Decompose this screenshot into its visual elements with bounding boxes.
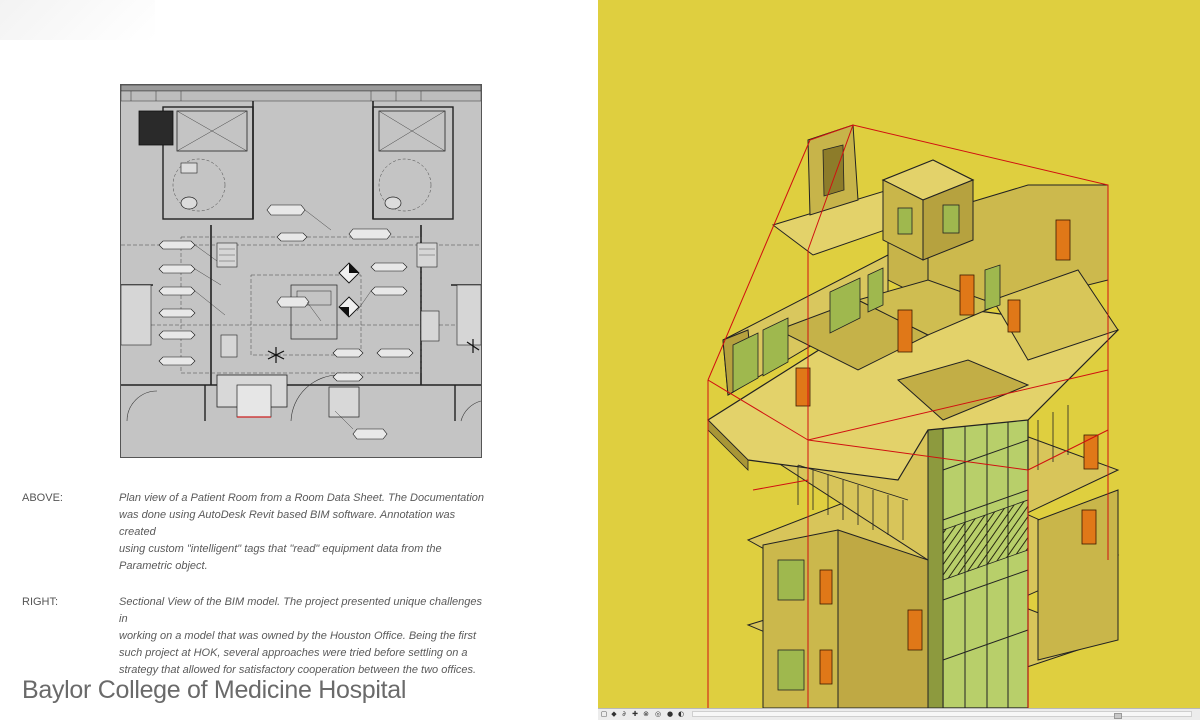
window (984, 264, 1001, 311)
hide-icon[interactable]: ⊗ (643, 710, 649, 718)
caption-right-line: working on a model that was owned by the… (119, 630, 477, 642)
interior-room (896, 359, 1030, 421)
door (1081, 509, 1097, 545)
upper-wall (992, 269, 1119, 361)
render-icon[interactable]: ◎ (654, 710, 662, 718)
lower-walls (837, 529, 929, 708)
caption-above-line: Plan view of a Patient Room from a Room … (119, 492, 485, 504)
caption-right-text: Sectional View of the BIM model. The pro… (119, 594, 491, 679)
corner-shade (0, 0, 155, 40)
page-title: Baylor College of Medicine Hospital (22, 676, 407, 704)
window (867, 267, 884, 313)
door (1055, 219, 1071, 261)
viewer-status-bar: ▢ ◆ ∂ ✚ ⊗ ◎ ● ◐ (598, 708, 1200, 720)
caption-above-label: ABOVE: (22, 492, 63, 504)
caption-right-line: Sectional View of the BIM model. The pro… (119, 596, 483, 625)
measure-icon[interactable]: ∂ (622, 710, 626, 718)
plan-drawing-svg (121, 85, 481, 440)
caption-above-line: Parametric object. (119, 560, 208, 572)
crop-icon[interactable]: ✚ (632, 710, 638, 718)
bulb-icon[interactable]: ● (666, 710, 674, 718)
cube-icon[interactable]: ◆ (611, 710, 617, 718)
door (819, 569, 833, 605)
page-icon[interactable]: ▢ (600, 710, 608, 718)
caption-right-line: strategy that allowed for satisfactory c… (119, 664, 477, 676)
document-panel: ABOVE: Plan view of a Patient Room from … (0, 0, 598, 720)
scrollbar-thumb[interactable] (1114, 713, 1122, 719)
caption-right-line: such project at HOK, several approaches … (119, 647, 468, 659)
horizontal-scrollbar[interactable] (692, 711, 1192, 719)
door (1007, 299, 1021, 333)
door (1083, 434, 1099, 470)
bim-section-svg (707, 124, 1120, 708)
door (959, 274, 975, 316)
window (762, 317, 789, 377)
lower-walls (1037, 489, 1119, 661)
window (897, 207, 913, 235)
window (732, 332, 759, 393)
caption-right-label: RIGHT: (22, 596, 59, 608)
plan-view-drawing (120, 84, 482, 458)
caption-above-line: was done using AutoDesk Revit based BIM … (119, 509, 456, 538)
window (777, 559, 805, 601)
caption-above-text: Plan view of a Patient Room from a Room … (119, 490, 491, 575)
reveal-icon[interactable]: ◐ (677, 710, 685, 718)
door (819, 649, 833, 685)
door (907, 609, 923, 651)
window (942, 204, 960, 234)
bim-model-viewport[interactable] (598, 0, 1200, 708)
section-box[interactable] (707, 124, 1109, 708)
door (897, 309, 913, 353)
caption-above-line: using custom "intelligent" tags that "re… (119, 543, 442, 555)
window (777, 649, 805, 691)
glazed-core-side (927, 419, 944, 708)
door (795, 367, 811, 407)
window (829, 277, 861, 334)
stair-tower (822, 144, 845, 197)
